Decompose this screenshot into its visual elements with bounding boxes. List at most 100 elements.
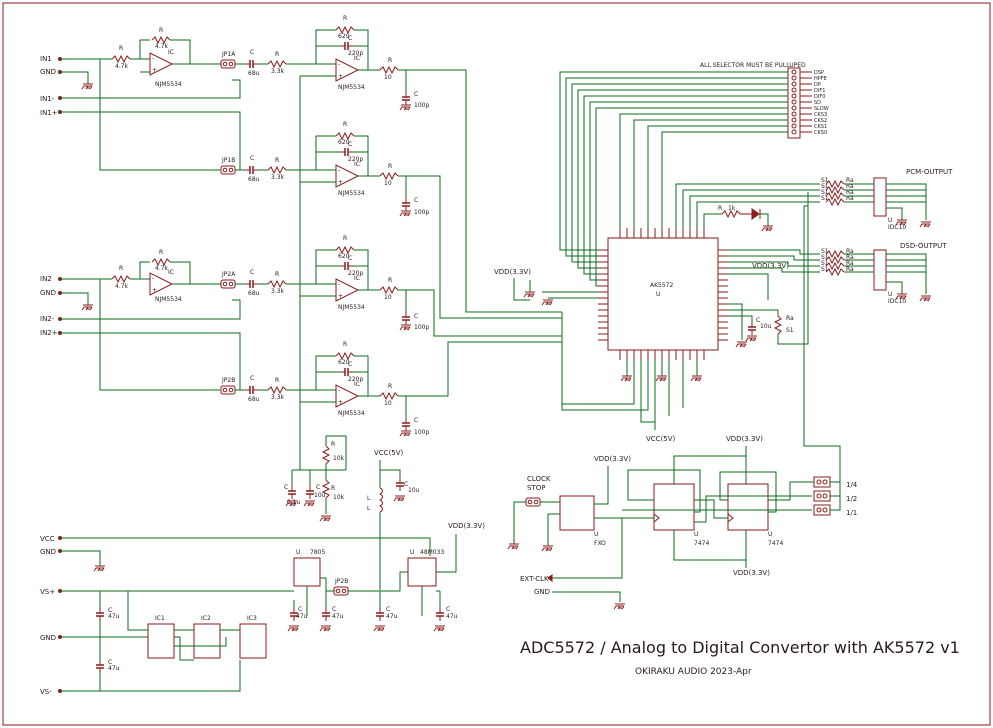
svg-text:STOP: STOP <box>527 484 545 492</box>
svg-text:3.3k: 3.3k <box>271 394 285 401</box>
svg-text:JP2B: JP2B <box>221 377 235 384</box>
in2-minus-label: IN2- <box>40 315 55 323</box>
selector-pin[interactable] <box>791 105 797 111</box>
divider-header-1-4[interactable] <box>813 476 831 488</box>
svg-text:VDD(3.3V): VDD(3.3V) <box>752 262 789 270</box>
selector-pin[interactable] <box>791 117 797 123</box>
selector-pin[interactable] <box>791 69 797 75</box>
selector-pin-label: CKS3 <box>814 112 827 118</box>
jumper-jp2a[interactable]: JP2A <box>220 271 236 289</box>
svg-text:Ra: Ra <box>786 315 794 322</box>
selector-note: ALL SELECTOR MUST BE PULLUPED <box>700 62 806 69</box>
ak5572-chip: AK5572 U <box>598 228 728 360</box>
svg-text:VCC: VCC <box>40 535 55 543</box>
svg-text:1/2: 1/2 <box>846 495 857 503</box>
svg-text:Ra: Ra <box>846 177 854 184</box>
selector-pin[interactable] <box>791 111 797 117</box>
input-connectors: IN1 GND IN1- IN1+ IN2 GND IN2- IN2+ <box>40 55 62 337</box>
svg-text:C: C <box>414 417 418 424</box>
svg-text:3.3k: 3.3k <box>271 288 285 295</box>
ch2-buffer: R 4.7k R 4.7k IC NJM5534 <box>111 249 182 303</box>
svg-text:7474: 7474 <box>694 540 709 547</box>
gnd1-label: GND <box>40 68 56 76</box>
selector-pin-label: DIF1 <box>814 88 825 94</box>
svg-text:C: C <box>446 606 450 613</box>
jumper-jp2b[interactable]: JP2B <box>220 377 236 395</box>
clock-stop-jumper[interactable] <box>525 497 541 507</box>
svg-text:C: C <box>756 317 760 324</box>
svg-text:S1: S1 <box>821 189 829 196</box>
gnd2-label: GND <box>40 289 56 297</box>
selector-pin[interactable] <box>791 81 797 87</box>
svg-text:47u: 47u <box>108 665 120 672</box>
selector-pin-label: DP <box>814 82 821 88</box>
opamp-label: NJM5534 <box>155 296 182 303</box>
svg-text:620: 620 <box>338 359 350 366</box>
svg-text:47u: 47u <box>332 613 344 620</box>
svg-text:R: R <box>388 383 392 390</box>
svg-text:CLOCK: CLOCK <box>527 475 551 483</box>
svg-text:Ra: Ra <box>846 195 854 202</box>
svg-text:C: C <box>414 91 418 98</box>
svg-text:S1: S1 <box>821 183 829 190</box>
svg-text:JP2B: JP2B <box>334 578 348 585</box>
r-value: 4.7k <box>155 43 169 50</box>
svg-text:VDD(3.3V): VDD(3.3V) <box>494 268 531 276</box>
svg-text:EXT-CLK: EXT-CLK <box>520 575 549 583</box>
ic-label: IC <box>168 269 174 276</box>
svg-text:U: U <box>656 291 660 298</box>
svg-text:C: C <box>332 606 336 613</box>
svg-text:U: U <box>410 549 414 556</box>
svg-text:GND: GND <box>534 588 550 596</box>
in2-label: IN2 <box>40 275 52 283</box>
svg-text:IC: IC <box>354 55 360 62</box>
svg-text:VDD(3.3V): VDD(3.3V) <box>733 569 770 577</box>
svg-text:C: C <box>108 659 112 666</box>
selector-pin[interactable] <box>791 129 797 135</box>
r-value: 4.7k <box>115 283 129 290</box>
svg-text:NJM5534: NJM5534 <box>338 190 365 197</box>
svg-text:R: R <box>331 441 335 448</box>
subtitle: OKIRAKU AUDIO 2023-Apr <box>635 667 752 677</box>
selector-pin[interactable] <box>791 87 797 93</box>
svg-text:IC: IC <box>354 381 360 388</box>
svg-text:JP1A: JP1A <box>221 51 236 58</box>
svg-text:68u: 68u <box>248 290 260 297</box>
svg-text:IDC10: IDC10 <box>888 298 906 305</box>
opamp-label: NJM5534 <box>155 81 182 88</box>
jumper-jp2b-power[interactable] <box>333 586 349 596</box>
r-label: R <box>159 27 163 34</box>
svg-text:R: R <box>718 205 722 212</box>
jumper-jp1a[interactable]: JP1A <box>220 51 236 69</box>
svg-text:R: R <box>275 271 279 278</box>
svg-text:C: C <box>414 197 418 204</box>
svg-text:47u: 47u <box>386 613 398 620</box>
selector-pin[interactable] <box>791 123 797 129</box>
svg-text:U: U <box>694 531 698 538</box>
svg-text:3.3k: 3.3k <box>271 68 285 75</box>
svg-text:IC2: IC2 <box>201 615 211 622</box>
svg-text:U: U <box>594 531 598 538</box>
divider-header-1-2[interactable] <box>813 490 831 502</box>
selector-pin-label: CKS1 <box>814 124 827 130</box>
selector-header: ALL SELECTOR MUST BE PULLUPED DSPHPFEDPD… <box>559 62 829 287</box>
svg-text:S1: S1 <box>821 177 829 184</box>
selector-pin[interactable] <box>791 93 797 99</box>
svg-text:68u: 68u <box>248 396 260 403</box>
divider-header-1-1[interactable] <box>813 504 831 516</box>
selector-pin-label: DIF0 <box>814 94 825 100</box>
r-value: 4.7k <box>115 63 129 70</box>
svg-text:1/4: 1/4 <box>846 481 858 489</box>
svg-text:VCC(5V): VCC(5V) <box>646 435 676 443</box>
selector-pin[interactable] <box>791 99 797 105</box>
jumper-jp1b[interactable]: JP1B <box>220 157 236 175</box>
selector-pin[interactable] <box>791 75 797 81</box>
in1-minus-label: IN1- <box>40 95 55 103</box>
svg-text:Ra: Ra <box>846 189 854 196</box>
svg-text:620: 620 <box>338 253 350 260</box>
